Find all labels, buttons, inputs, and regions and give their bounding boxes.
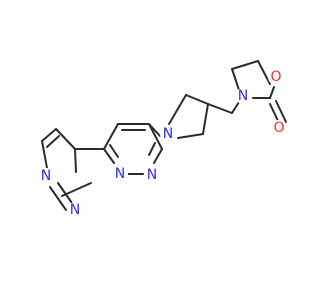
pyrrolidine-n-label: N [163,126,173,142]
oxazolidinone-n-bg [235,88,251,104]
bond-pyrrolidine-d [177,133,204,139]
ring-o-label: O [270,69,281,85]
bond-linker-a [207,103,233,114]
bond-pyrrolidine-a [168,94,187,125]
bond-pyridazine-d-double [148,142,156,156]
pyrrolidine-n-bg [160,126,176,142]
bond-pyridazine-a [103,123,119,150]
pyrazole-n1-label: N [41,168,51,184]
bond-pyrazole-e [74,148,77,173]
carbonyl-o-bg [271,120,287,136]
bond-pyrazole-d [55,128,76,150]
bond-pyrazole-a [57,182,75,207]
molecule-structure: N N N N N N O O [38,60,287,218]
bond-oxazolidinone-e [269,86,275,99]
bond-oxazolidinone-a [231,68,240,91]
pyrazole-n1-bg [38,168,54,184]
pyridazine-n1-bg [144,167,160,183]
bond-methyl [61,182,92,197]
bond-oxazolidinone-b [231,60,259,70]
bond-linker-b [231,101,240,114]
bond-pyrazole-c-double [46,135,60,148]
pyrazole-n2-label: N [70,202,80,218]
bond-aryl-amine [148,123,161,137]
atom-label-layer: N N N N N N O O [38,69,287,218]
bond-pyridazine-f-double [109,144,119,158]
ring-o-bg [268,69,284,85]
carbonyl-o-label: O [273,120,284,136]
pyridazine-n1-label: N [147,167,157,183]
bond-pyridazine-d [153,148,163,164]
pyrazole-n2-bg [67,202,83,218]
bond-carbonyl-double [275,100,287,123]
bond-layer [41,60,287,211]
bond-pyridazine-f [103,148,115,164]
bond-oxazolidinone-c [257,60,271,85]
bond-pyrazole-b [41,140,48,169]
molecule-diagram: N N N N N N O O [38,60,287,218]
bond-pyrazole-a-double [49,186,67,211]
bond-pyrrolidine-b [185,94,209,105]
pyridazine-n2-label: N [115,166,125,182]
bond-pyrrolidine-c [202,103,209,135]
bond-pyridazine-c [148,123,163,150]
bond-pyrazole-c [41,128,57,142]
oxazolidinone-n-label: N [238,88,248,104]
pyridazine-n2-bg [112,166,128,182]
